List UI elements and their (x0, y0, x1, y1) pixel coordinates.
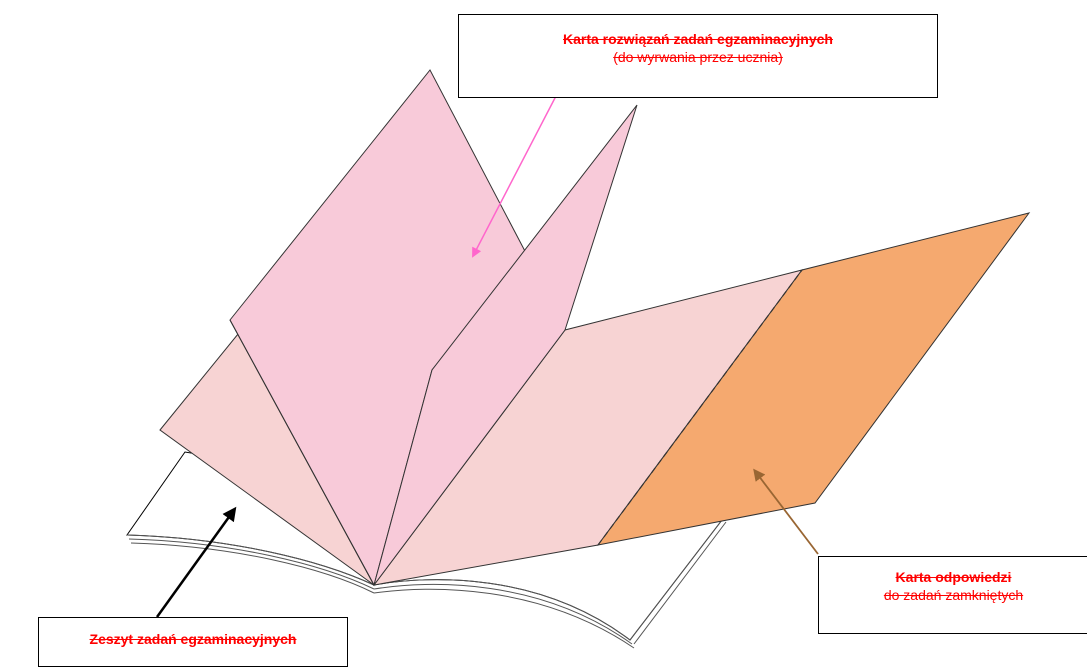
solution-sheet-label: Karta rozwiązań zadań egzaminacyjnych (d… (458, 14, 938, 98)
exam-booklet-title: Zeszyt zadań egzaminacyjnych (39, 630, 347, 648)
answer-sheet-label: Karta odpowiedzi do zadań zamkniętych (818, 556, 1087, 634)
solution-sheet-subtitle: (do wyrwania przez ucznia) (459, 48, 937, 66)
answer-sheet-subtitle: do zadań zamkniętych (819, 586, 1087, 604)
answer-sheet-title: Karta odpowiedzi (819, 568, 1087, 586)
solution-sheet-title: Karta rozwiązań zadań egzaminacyjnych (459, 30, 937, 48)
